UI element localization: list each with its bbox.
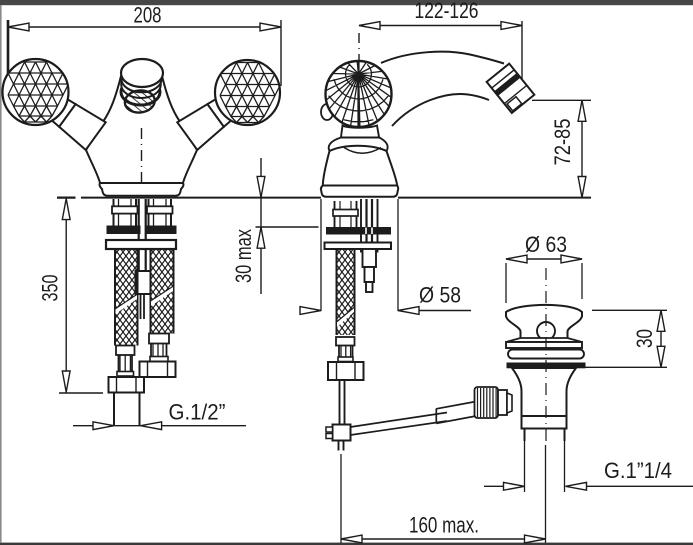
- svg-text:Ø 58: Ø 58: [419, 283, 461, 308]
- svg-text:G.1/2”: G.1/2”: [169, 400, 226, 425]
- svg-text:122-126: 122-126: [415, 0, 479, 23]
- svg-text:G.1”1/4: G.1”1/4: [604, 458, 672, 483]
- svg-text:30 max: 30 max: [231, 228, 256, 283]
- svg-text:160 max.: 160 max.: [409, 513, 479, 538]
- svg-text:Ø 63: Ø 63: [525, 232, 567, 257]
- svg-text:350: 350: [38, 275, 63, 302]
- svg-text:72-85: 72-85: [550, 119, 575, 166]
- svg-text:30: 30: [632, 329, 657, 348]
- svg-text:208: 208: [134, 3, 162, 28]
